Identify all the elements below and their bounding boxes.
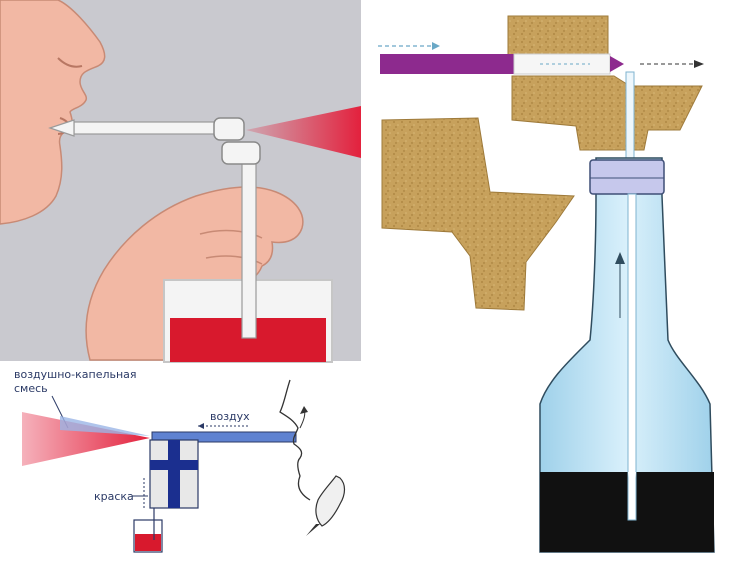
outflow-arrow-head — [694, 60, 704, 68]
inflow-arrow-head — [432, 42, 440, 50]
blue-cross-vertical — [168, 440, 180, 508]
hand-sketch — [315, 475, 346, 527]
schematic-air-tube — [151, 431, 297, 443]
paint-label: краска — [94, 490, 134, 503]
purple-tube-white-end — [513, 53, 611, 75]
exhale-arrow-head — [300, 406, 308, 414]
junction-joint — [213, 117, 245, 141]
tube-tip-in-liquid — [628, 472, 636, 520]
bottle-black-base — [540, 472, 714, 552]
blow-tube — [73, 121, 223, 135]
mouthpiece — [48, 119, 75, 137]
cork-left-piece — [381, 117, 575, 311]
cork-right-piece — [511, 75, 703, 151]
bottle-neck-ring — [589, 159, 665, 195]
face-sketch — [279, 379, 311, 501]
hand-finger-line — [199, 229, 263, 239]
air-label: воздух — [210, 410, 250, 423]
face-profile — [0, 0, 106, 225]
vertical-tube — [241, 151, 257, 339]
bottle-diagram — [378, 15, 715, 553]
cork-top-piece — [507, 15, 609, 57]
blue-cross-horizontal — [150, 460, 198, 470]
aerosol-label-line1: воздушно-капельная — [14, 368, 137, 381]
bottle-inner-tube — [627, 193, 637, 521]
air-arrow-head — [198, 423, 204, 429]
aerosol-label-line2: смесь — [14, 382, 48, 395]
purple-tube — [380, 54, 514, 74]
atomizer-illustration — [0, 0, 361, 363]
junction-joint-lower — [221, 141, 261, 165]
schematic-spray-cone — [22, 412, 150, 466]
schematic: воздушно-капельная смесь воздух краска — [14, 368, 346, 553]
purple-tube-tip — [610, 56, 624, 72]
nostril — [57, 57, 83, 68]
spray-cone — [246, 106, 361, 158]
brush-tip — [306, 524, 320, 536]
bottle-up-arrow-head — [615, 252, 625, 264]
hand-finger-line-2 — [205, 255, 263, 265]
schematic-air-cone — [60, 416, 150, 436]
paint-jar-liquid — [135, 534, 161, 551]
